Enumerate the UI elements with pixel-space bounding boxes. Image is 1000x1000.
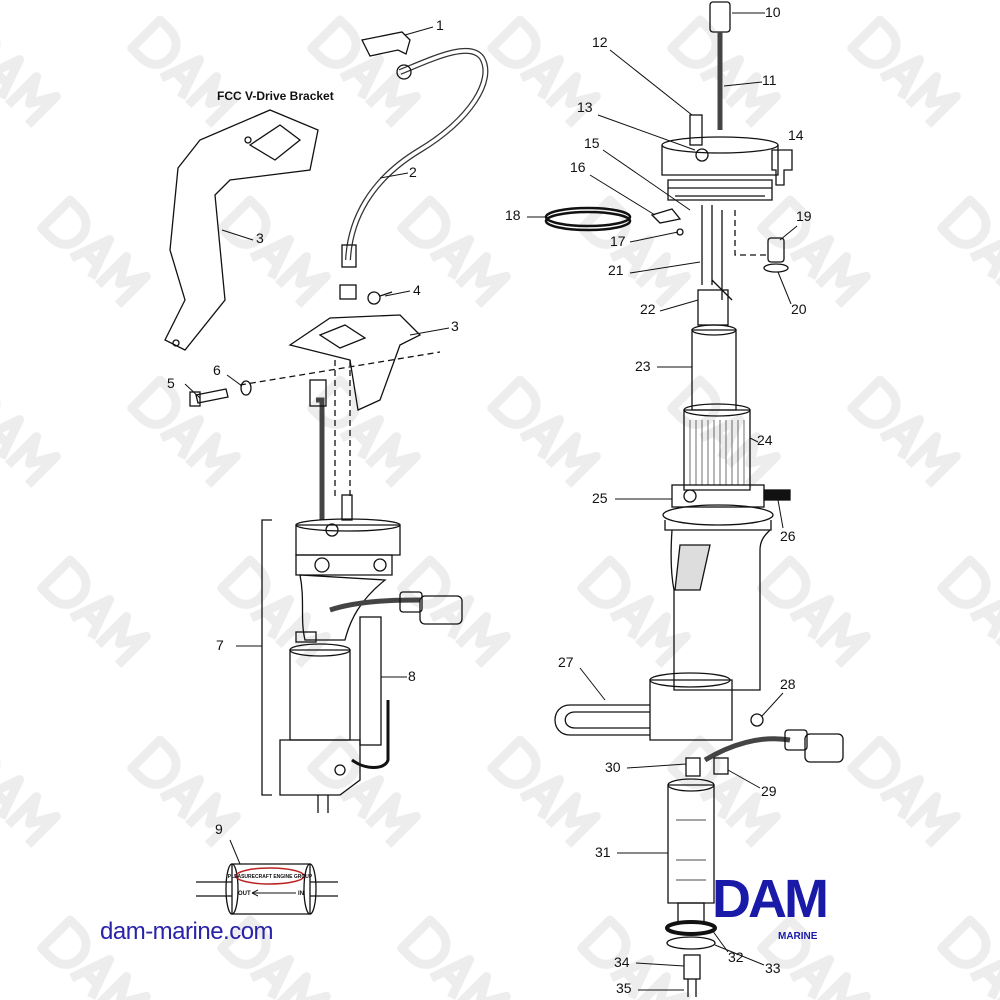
canister-body [649,504,774,741]
elbow-part-14 [771,149,793,186]
callout-32: 32 [728,949,744,965]
callout-19: 19 [796,208,812,224]
callout-35: 35 [616,980,632,996]
bolt-part-5 [189,388,229,407]
bracket-strap-part-8 [359,616,382,746]
callout-7: 7 [216,637,224,653]
callout-13: 13 [577,99,593,115]
fuel-pump-assembly-part-7 [261,379,463,813]
diagram-title: FCC V-Drive Bracket [217,89,334,103]
callout-11: 11 [762,72,777,88]
callout-4: 4 [413,282,421,298]
callout-29: 29 [761,783,777,799]
callout-27: 27 [558,654,574,670]
callout-15: 15 [584,135,600,151]
clamp-part-25-26 [671,484,791,508]
filter-brand-label: PLEASURECRAFT ENGINE GROUP [228,874,313,880]
fitting-part-29-30 [685,757,729,777]
callout-10: 10 [765,4,781,20]
fitting-part-12 [689,114,703,146]
regulator-part-19-20 [734,210,789,273]
cap-part-13 [661,136,779,201]
callout-30: 30 [605,759,621,775]
callout-8: 8 [408,668,416,684]
leader-lines [184,12,798,991]
screw-part-4 [367,291,393,305]
clip-part-1 [361,31,411,57]
website-link[interactable]: dam-marine.com [100,918,274,945]
callout-2: 2 [409,164,417,180]
callout-21: 21 [608,262,624,278]
callout-28: 28 [780,676,796,692]
callout-16: 16 [570,159,586,175]
fuel-filter-part-9: PLEASURECRAFT ENGINE GROUP OUT IN [196,863,338,915]
clip-part-15-16 [650,208,684,236]
connector-part-10 [709,1,731,130]
callout-25: 25 [592,490,608,506]
callout-9: 9 [215,821,223,837]
callout-17: 17 [610,233,626,249]
callout-20: 20 [791,301,807,317]
dam-logo: DAM [712,869,829,929]
callout-6: 6 [213,362,221,378]
callout-22: 22 [640,301,656,317]
callout-1: 1 [436,17,444,33]
callout-3: 3 [256,230,264,246]
o-ring-part-18 [544,206,632,232]
callout-23: 23 [635,358,651,374]
callout-14: 14 [788,127,804,143]
seal-part-32-33 [665,920,717,950]
pump-mount-part-21-22 [697,205,733,326]
callout-12: 12 [592,34,608,50]
pump-part-31 [667,778,715,924]
dam-logo-subtext: MARINE [778,931,818,942]
fitting-part-34-35 [683,954,701,997]
bracket-part-3-upper [164,109,319,351]
callout-31: 31 [595,844,611,860]
callout-33: 33 [765,960,781,976]
wire-harness-part-28 [703,713,844,763]
u-bolt-part-27 [554,704,650,736]
callout-18: 18 [505,207,521,223]
callout-24: 24 [757,432,773,448]
filter-in-label: IN [298,891,304,897]
callout-34: 34 [614,954,630,970]
washer-part-6 [240,380,252,396]
fuel-line-part-2 [339,47,489,300]
strainer-part-24 [683,403,751,491]
filter-out-label: OUT [238,891,251,897]
pump-part-23 [691,324,737,411]
callout-5: 5 [167,375,175,391]
callout-3: 3 [451,318,459,334]
callout-26: 26 [780,528,796,544]
bracket-part-3-lower [239,314,441,500]
